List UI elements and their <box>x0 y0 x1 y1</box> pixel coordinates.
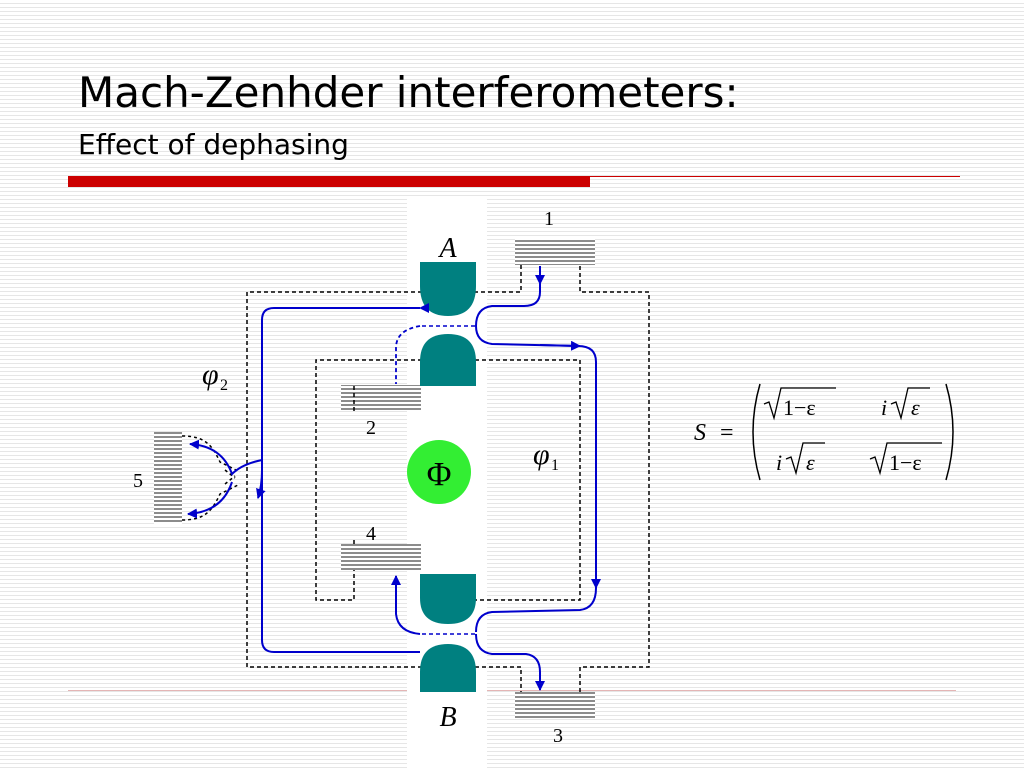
qpc-label-a: A <box>437 233 457 264</box>
sqrt-icon <box>763 387 836 421</box>
slide-subtitle: Effect of dephasing <box>78 128 349 161</box>
sqrt-icon <box>785 442 825 476</box>
qpc-a-top-gate <box>420 262 476 316</box>
matrix-right-paren <box>945 383 954 481</box>
matrix-r1c1: 1−ε <box>783 395 816 420</box>
qpc-label-b: B <box>439 702 456 733</box>
contact-5 <box>154 432 182 524</box>
sqrt-icon <box>869 442 942 476</box>
phase-1-symbol: φ <box>533 438 550 471</box>
sqrt-icon <box>890 387 930 421</box>
footer-rule <box>68 690 956 691</box>
matrix-r2c1-root: ε <box>806 450 815 475</box>
contact-label-5: 5 <box>133 470 143 492</box>
scattering-matrix: S = 1−ε i ε i ε 1−ε <box>694 383 954 481</box>
edge-channel-to-contact-3 <box>475 633 545 691</box>
matrix-left-paren <box>752 383 761 481</box>
matrix-lhs: S <box>694 420 706 446</box>
qpc-b-top-gate <box>420 574 476 624</box>
edge-channel-from-contact-1 <box>475 266 541 327</box>
edge-channel-arrow-outer <box>256 469 266 499</box>
matrix-r1c2-prefix: i <box>881 395 887 420</box>
contact-5-channel-bottom <box>187 481 233 519</box>
flux-symbol: Φ <box>427 456 452 493</box>
matrix-r2c1-prefix: i <box>776 450 782 475</box>
contact-label-3: 3 <box>553 725 563 747</box>
contact-label-1: 1 <box>544 208 554 230</box>
title-rule-thick <box>68 176 590 187</box>
matrix-r1c2-root: ε <box>911 395 920 420</box>
title-rule-thin <box>590 176 960 177</box>
matrix-equals: = <box>720 420 734 446</box>
outer-mesa-boundary <box>246 265 650 692</box>
qpc-b-bottom-gate <box>420 644 476 692</box>
phase-2-symbol: φ <box>202 358 219 391</box>
edge-channel-to-qpc-b <box>475 587 597 633</box>
qpc-a-bottom-gate <box>420 334 476 386</box>
matrix-r2c2: 1−ε <box>889 450 922 475</box>
edge-channel-to-contact-2 <box>395 325 421 384</box>
contact-2 <box>341 385 421 411</box>
contact-label-2: 2 <box>366 417 376 439</box>
contact-3 <box>515 692 595 718</box>
contact-1 <box>515 239 595 265</box>
flux-circle <box>407 440 471 504</box>
inner-mesa-boundary <box>315 359 581 601</box>
phase-1-subscript: 1 <box>551 457 559 474</box>
edge-channel-inner-loop-arrow <box>539 340 581 351</box>
edge-channel-to-contact-4 <box>391 575 421 635</box>
slide-title: Mach-Zenhder interferometers: <box>78 68 739 117</box>
phase-2-subscript: 2 <box>220 377 228 394</box>
contact-4 <box>341 544 421 570</box>
contact-5-channel-top <box>189 439 263 476</box>
contact-label-4: 4 <box>366 523 376 545</box>
